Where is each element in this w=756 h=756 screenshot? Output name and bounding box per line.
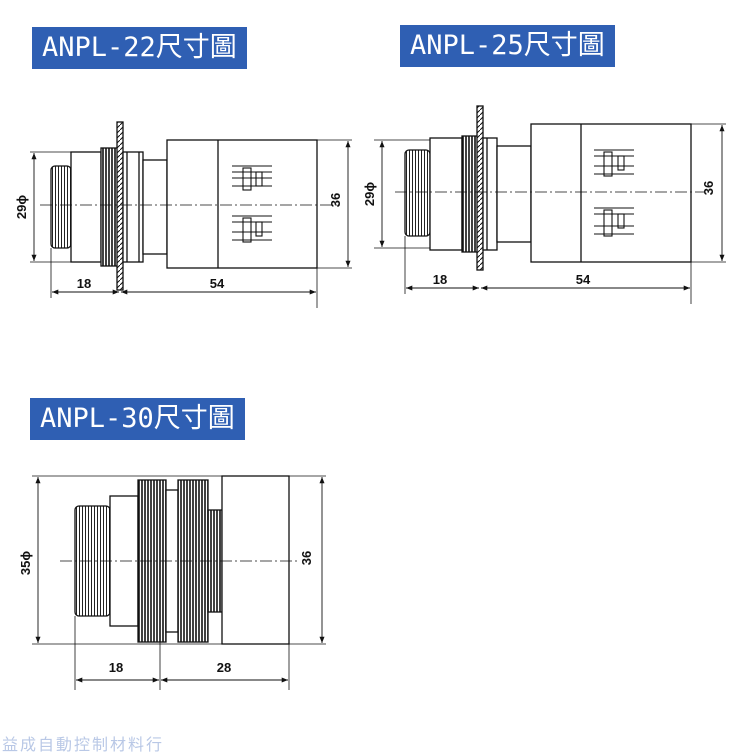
- title-anpl30: ANPL-30尺寸圖: [30, 398, 245, 440]
- anpl22-front-length: 18: [77, 276, 91, 291]
- anpl30-diameter-label: 35ɸ: [18, 551, 33, 575]
- title-anpl22: ANPL-22尺寸圖: [32, 27, 247, 69]
- anpl30-front-length: 18: [109, 660, 123, 675]
- anpl30-body-length: 28: [217, 660, 231, 675]
- anpl22-body-length: 54: [210, 276, 225, 291]
- drawing-anpl30: [32, 475, 326, 690]
- anpl25-diameter-label: 29ɸ: [362, 182, 377, 206]
- anpl22-diameter-label: 29ɸ: [14, 195, 29, 219]
- drawing-anpl22: [30, 121, 352, 308]
- anpl25-height-label: 36: [701, 181, 716, 195]
- anpl25-body-length: 54: [576, 272, 591, 287]
- anpl25-front-length: 18: [433, 272, 447, 287]
- anpl30-height-label: 36: [299, 551, 314, 565]
- anpl22-height-label: 36: [328, 193, 343, 207]
- drawing-anpl25: [374, 105, 726, 304]
- watermark: 益成自動控制材料行: [2, 735, 165, 754]
- title-anpl25: ANPL-25尺寸圖: [400, 25, 615, 67]
